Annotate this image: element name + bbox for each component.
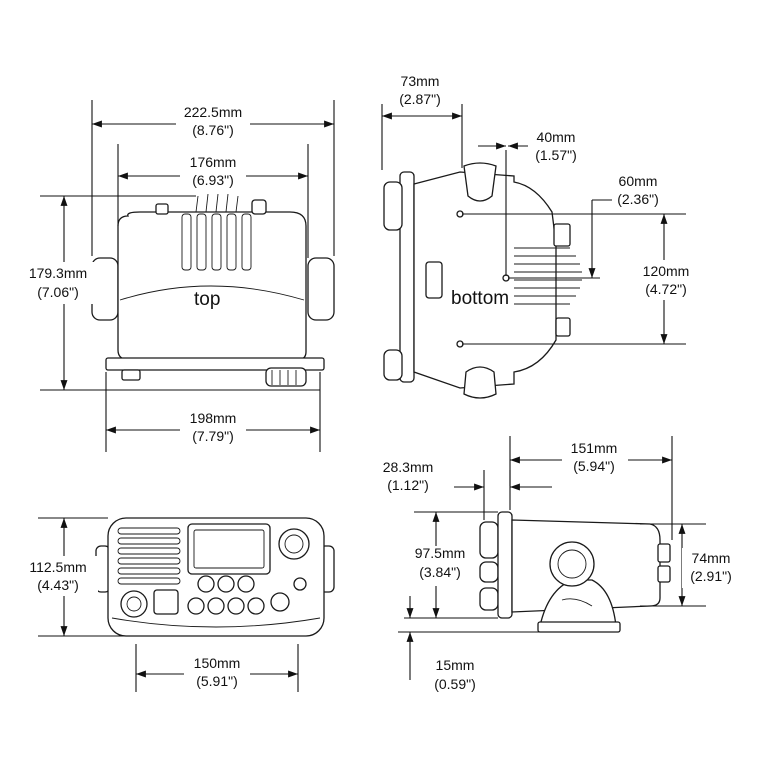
dim-front-width-mm: 150mm <box>194 655 241 671</box>
dim-front-height-in: (4.43") <box>37 577 79 593</box>
dim-120-in: (4.72") <box>645 281 687 297</box>
side-view-body <box>479 511 671 633</box>
bottom-heatsink-fins <box>514 247 582 305</box>
dim-side-height-in: (3.84") <box>419 564 461 580</box>
bottom-view-body <box>383 162 582 399</box>
bottom-view: bottom 73mm (2.87") 40mm (1.57") 60mm (2… <box>381 73 698 399</box>
front-speaker-grille <box>117 527 181 585</box>
dim-top-inner-in: (6.93") <box>192 172 234 188</box>
dim-front-height-mm: 112.5mm <box>29 559 86 575</box>
top-heatsink-fins <box>181 193 252 271</box>
dim-40-in: (1.57") <box>535 147 577 163</box>
dim-front-width-in: (5.91") <box>196 673 238 689</box>
dim-120-mm: 120mm <box>643 263 690 279</box>
dim-60-mm: 60mm <box>619 173 658 189</box>
front-view: 112.5mm (4.43") 150mm (5.91") <box>22 517 335 692</box>
top-view-body <box>91 193 335 387</box>
dim-base-width-in: (7.79") <box>192 428 234 444</box>
dim-60-in: (2.36") <box>617 191 659 207</box>
dim-side-base-in: (0.59") <box>434 676 476 692</box>
front-keypad <box>187 575 265 615</box>
dim-40-mm: 40mm <box>537 129 576 145</box>
dim-side-front-in: (1.12") <box>387 477 429 493</box>
dim-side-front-mm: 28.3mm <box>383 459 434 475</box>
top-view-label: top <box>194 289 220 310</box>
dim-top-width-mm: 222.5mm <box>184 104 242 120</box>
dim-side-height-mm: 97.5mm <box>415 545 466 561</box>
side-view: 28.3mm (1.12") 151mm (5.94") 97.5mm (3.8… <box>383 436 734 692</box>
dim-side-depth-mm: 151mm <box>571 440 618 456</box>
dim-top-height-in: (7.06") <box>37 284 79 300</box>
top-view: top 222.5mm (8.76") 176mm (6.93") 179.3m… <box>22 100 335 452</box>
dim-side-depth-in: (5.94") <box>573 458 615 474</box>
dim-top-width-in: (8.76") <box>192 122 234 138</box>
front-view-body <box>95 517 335 637</box>
bottom-view-label: bottom <box>451 288 509 309</box>
dim-top-inner-mm: 176mm <box>190 154 237 170</box>
dim-73-mm: 73mm <box>401 73 440 89</box>
dim-top-height-mm: 179.3mm <box>29 265 87 281</box>
dim-side-base-mm: 15mm <box>436 657 475 673</box>
dim-side-body-height-in: (2.91") <box>690 568 732 584</box>
dim-side-body-height-mm: 74mm <box>692 550 731 566</box>
dim-73-in: (2.87") <box>399 91 441 107</box>
dim-base-width-mm: 198mm <box>190 410 237 426</box>
